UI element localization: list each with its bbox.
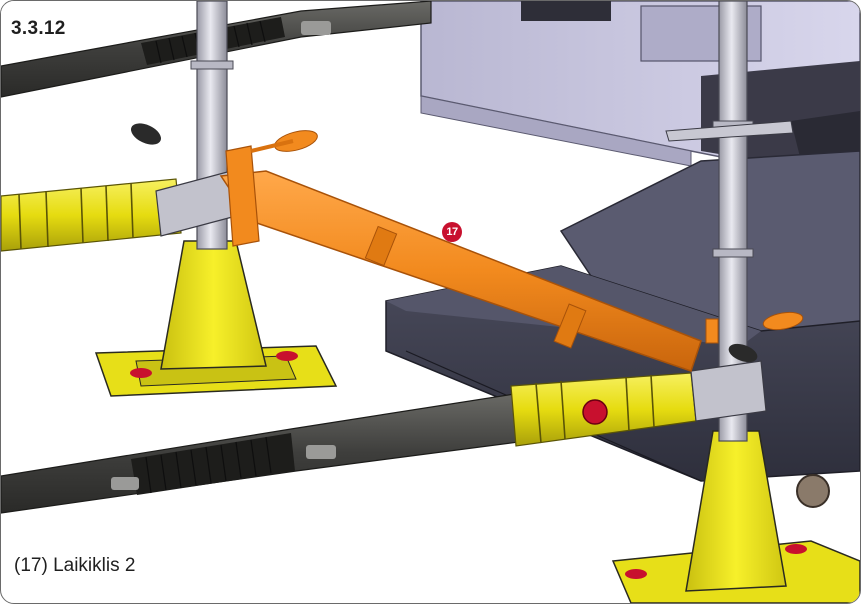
left-stand xyxy=(94,1,338,397)
left-yellow-rail xyxy=(1,178,182,252)
figure-caption: (17) Laikiklis 2 xyxy=(14,555,140,577)
lower-rail xyxy=(1,372,697,514)
right-stand xyxy=(611,1,860,603)
machine-body xyxy=(420,1,860,172)
callout-marker: 17 xyxy=(442,222,462,242)
section-tab: 3.3.12 xyxy=(1,1,93,45)
highlighted-part-17 xyxy=(219,130,804,372)
section-number: 3.3.12 xyxy=(11,18,66,39)
